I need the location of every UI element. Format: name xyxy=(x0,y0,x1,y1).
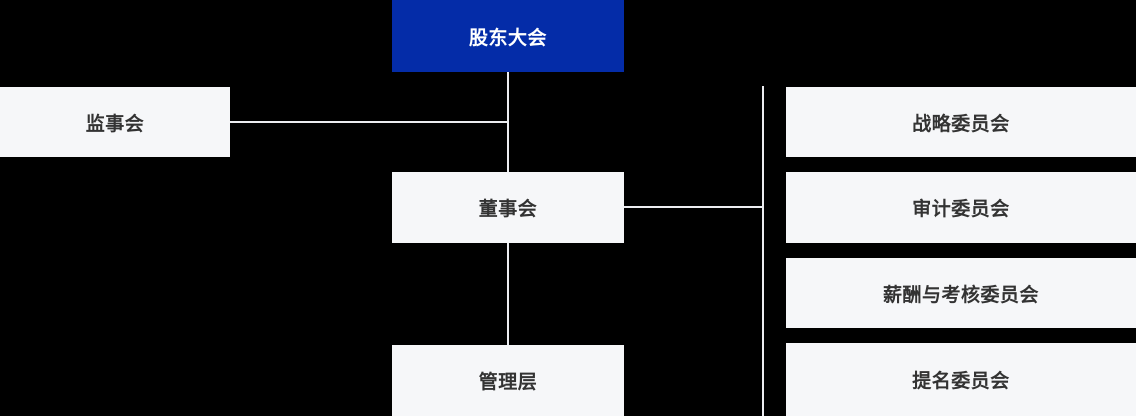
connector-supervisory-branch xyxy=(230,121,509,123)
node-strategy-committee: 战略委员会 xyxy=(786,87,1136,157)
connector-board-to-management xyxy=(507,243,509,345)
node-nomination-committee: 提名委员会 xyxy=(786,343,1136,416)
node-management-label: 管理层 xyxy=(478,372,538,393)
node-nomination-committee-label: 提名委员会 xyxy=(912,371,1010,392)
connector-committee-trunk xyxy=(762,86,764,416)
node-management: 管理层 xyxy=(392,345,624,416)
connector-board-to-committees xyxy=(624,206,764,208)
node-board-of-directors-label: 董事会 xyxy=(478,199,538,220)
node-audit-committee-label: 审计委员会 xyxy=(912,199,1010,220)
node-remuneration-assessment-committee: 薪酬与考核委员会 xyxy=(786,258,1136,328)
node-strategy-committee-label: 战略委员会 xyxy=(912,113,1010,135)
node-supervisory-board: 监事会 xyxy=(0,87,230,157)
node-board-of-directors: 董事会 xyxy=(392,172,624,243)
node-remuneration-assessment-committee-label: 薪酬与考核委员会 xyxy=(882,284,1039,306)
node-audit-committee: 审计委员会 xyxy=(786,172,1136,243)
node-supervisory-board-label: 监事会 xyxy=(85,113,145,135)
node-shareholders-meeting-label: 股东大会 xyxy=(468,27,547,49)
node-shareholders-meeting: 股东大会 xyxy=(392,0,624,72)
